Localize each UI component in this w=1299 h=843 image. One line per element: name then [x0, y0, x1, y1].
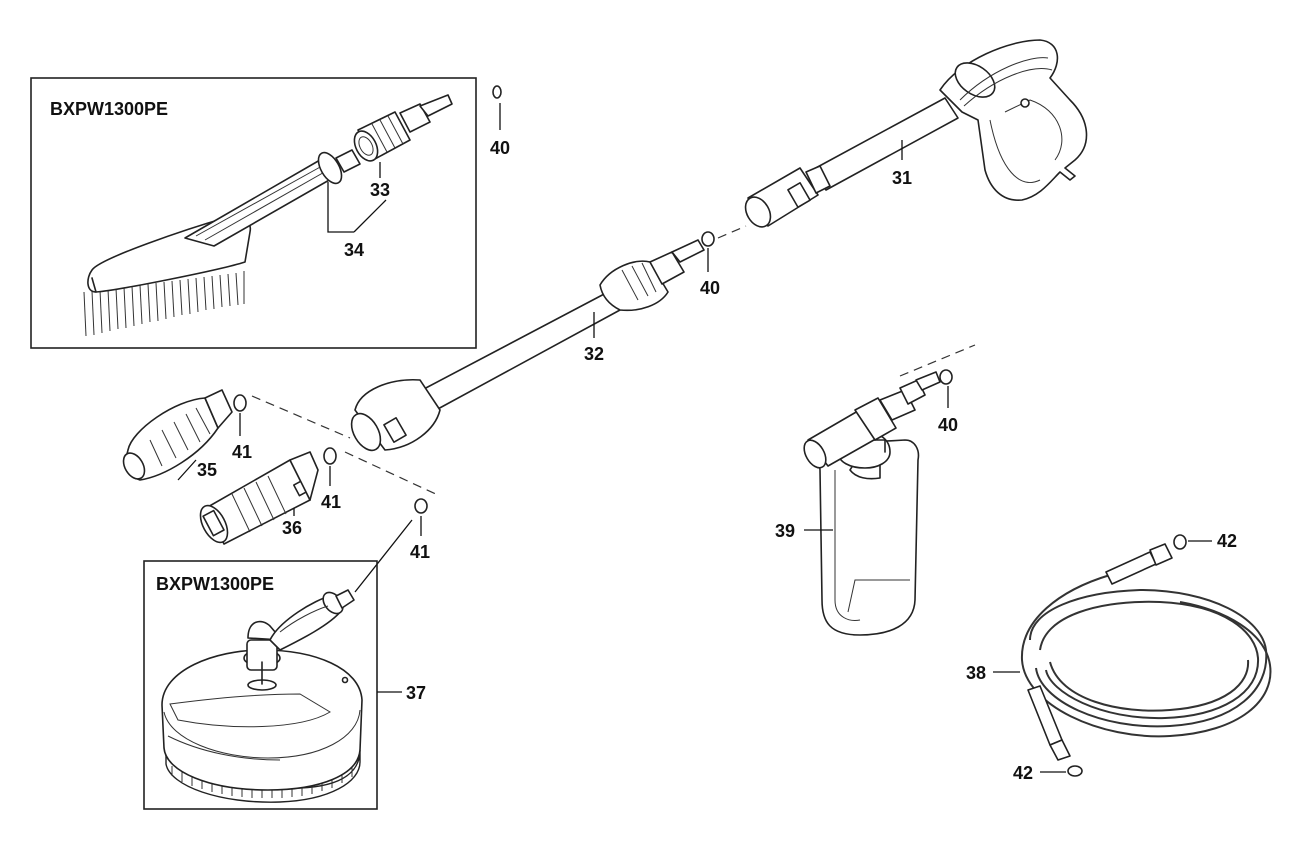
callout-41-middle: 41 [321, 492, 341, 512]
extension-lance-part[interactable]: 32 [346, 239, 705, 455]
callout-33: 33 [370, 180, 390, 200]
o-ring-40-top[interactable]: 40 [490, 85, 510, 158]
patio-kit-title: BXPW1300PE [156, 574, 274, 594]
axis-line-bottle [899, 344, 976, 377]
o-ring-42-bottom[interactable]: 42 [1013, 763, 1066, 783]
callout-41-upper: 41 [232, 442, 252, 462]
detergent-bottle-part[interactable]: 39 [775, 369, 953, 636]
callout-40-right: 40 [938, 415, 958, 435]
callout-41-lower: 41 [410, 542, 430, 562]
o-ring-40-right[interactable]: 40 [938, 386, 958, 435]
brush-kit-box: BXPW1300PE [30, 77, 477, 349]
callout-40-middle: 40 [700, 278, 720, 298]
high-pressure-hose-part[interactable]: 38 [966, 534, 1272, 777]
callout-34: 34 [344, 240, 364, 260]
callout-35: 35 [197, 460, 217, 480]
callout-37: 37 [406, 683, 426, 703]
o-ring-41-middle[interactable]: 41 [321, 466, 341, 512]
leader-34 [327, 182, 387, 233]
callout-38: 38 [966, 663, 986, 683]
brush-kit-frame [30, 77, 477, 349]
axis-line-nozzle-upper [251, 395, 351, 439]
callout-40-top: 40 [490, 138, 510, 158]
patio-kit-frame [143, 560, 378, 810]
turbo-nozzle-part[interactable]: 35 [119, 389, 247, 483]
callout-42-top: 42 [1217, 531, 1237, 551]
o-ring-41-lower[interactable]: 41 [354, 498, 430, 593]
axis-line-nozzle-lower [344, 451, 441, 497]
axis-line-upper [717, 225, 747, 239]
brush-kit-title: BXPW1300PE [50, 99, 168, 119]
callout-32: 32 [584, 344, 604, 364]
brush-adapter-part[interactable] [350, 94, 453, 165]
callout-31: 31 [892, 168, 912, 188]
callout-42-bottom: 42 [1013, 763, 1033, 783]
leader-patio-connector [354, 519, 413, 593]
patio-cleaner-part[interactable] [161, 589, 363, 803]
callout-36: 36 [282, 518, 302, 538]
trigger-gun-part[interactable]: 31 [740, 39, 1088, 231]
wash-brush-part[interactable] [82, 149, 361, 338]
o-ring-41-upper[interactable]: 41 [232, 413, 252, 462]
o-ring-42-top[interactable]: 42 [1188, 531, 1237, 551]
adjustable-nozzle-part[interactable]: 36 [195, 447, 337, 547]
patio-kit-box: BXPW1300PE [143, 560, 378, 810]
callout-39: 39 [775, 521, 795, 541]
o-ring-40-middle[interactable]: 40 [700, 231, 720, 298]
